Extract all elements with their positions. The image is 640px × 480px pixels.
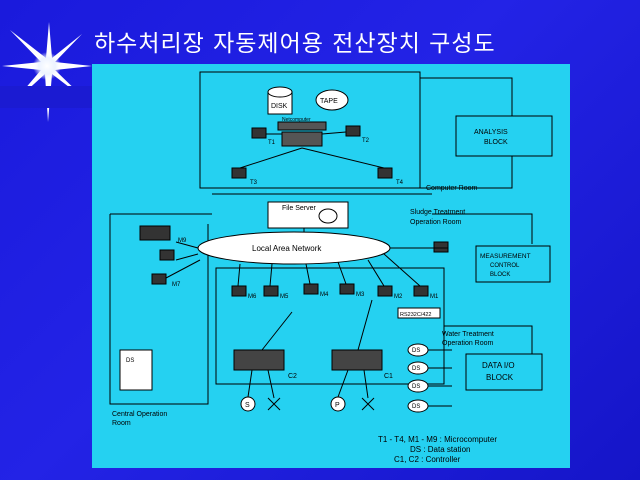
disk-icon	[267, 86, 293, 115]
system-diagram: DISK TAPE Netcomputer T1 T2 T3 T4 Comput…	[109, 71, 553, 464]
network-computer-icon	[277, 121, 327, 147]
data-io-line1: DATA I/O	[482, 361, 515, 370]
microcomputer-m7-label: M7	[172, 282, 181, 288]
microcomputer-m4-icon	[303, 283, 319, 295]
m4-label: M4	[320, 292, 329, 298]
water-room-line1: Water Treatment	[442, 331, 494, 338]
microcomputer-m1-icon	[413, 285, 429, 297]
terminal-t1-icon	[251, 127, 267, 139]
terminal-t1-label: T1	[268, 140, 276, 146]
measurement-block-box	[475, 245, 551, 283]
diagram-panel: DISK TAPE Netcomputer T1 T2 T3 T4 Comput…	[92, 64, 570, 468]
slide-title: 하수처리장 자동제어용 전산장치 구성도	[94, 31, 496, 57]
microcomputer-m9b-icon	[433, 241, 449, 253]
ds-label-4: DS	[412, 404, 420, 410]
controller-c1-icon	[331, 349, 383, 371]
controller-c2-label: C2	[288, 373, 297, 380]
microcomputer-m6-icon	[231, 285, 247, 297]
file-server-icon	[267, 201, 349, 229]
microcomputer-m3-icon	[339, 283, 355, 295]
sludge-room-outline	[109, 213, 533, 394]
measurement-line3: BLOCK	[490, 272, 510, 278]
terminal-t2-icon	[345, 125, 361, 137]
controller-c1-label: C1	[384, 373, 393, 380]
microcomputer-m9-icon	[139, 225, 171, 241]
terminal-t2-label: T2	[362, 138, 370, 144]
microcomputer-m5-icon	[263, 285, 279, 297]
starburst-decoration	[2, 22, 92, 122]
terminal-t3-label: T3	[250, 180, 258, 186]
legend-line-2: DS : Data station	[410, 445, 470, 454]
converter-box	[397, 307, 441, 319]
central-room-line1: Central Operation	[112, 411, 167, 418]
terminal-t4-icon	[377, 167, 393, 179]
network-computer-label: Netcomputer	[282, 117, 311, 123]
sludge-room-line1: Sludge Treatment	[410, 209, 465, 216]
m6-label: M6	[248, 294, 257, 300]
computer-room-box	[199, 71, 421, 189]
m2-label: M2	[394, 294, 403, 300]
legend-line-3: C1, C2 : Controller	[394, 455, 461, 464]
terminal-t3-icon	[231, 167, 247, 179]
m1-label: M1	[430, 294, 439, 300]
analysis-block-line1: ANALYSIS	[474, 129, 508, 136]
valve-icon-2	[361, 397, 375, 411]
tape-label: TAPE	[320, 98, 338, 105]
analysis-block-box	[455, 115, 553, 157]
controller-c2-icon	[233, 349, 285, 371]
lan-label: Local Area Network	[252, 244, 322, 253]
ds-label-2: DS	[412, 366, 420, 372]
field-device-s-label: S	[245, 402, 250, 409]
disk-label: DISK	[271, 103, 288, 110]
file-server-label: File Server	[282, 205, 317, 212]
terminal-t4-label: T4	[396, 180, 404, 186]
central-room-outline	[109, 224, 209, 405]
analysis-block-line2: BLOCK	[484, 139, 508, 146]
m5-label: M5	[280, 294, 289, 300]
microcomputer-m7-icon	[151, 273, 167, 285]
left-bar-decoration	[0, 86, 92, 108]
data-io-block-box	[465, 353, 543, 391]
tape-icon	[315, 89, 349, 111]
water-room-line2: Operation Room	[442, 340, 494, 347]
central-room-line2: Room	[112, 420, 131, 427]
m3-label: M3	[356, 292, 365, 298]
central-ds-label: DS	[126, 358, 134, 364]
valve-icon-1	[267, 397, 281, 411]
sludge-room-line2: Operation Room	[410, 219, 462, 226]
microcomputer-m9-label: M9	[178, 238, 187, 244]
converter-label: RS232C/422	[400, 312, 432, 318]
data-io-line2: BLOCK	[486, 373, 514, 382]
measurement-line1: MEASUREMENT	[480, 253, 531, 260]
central-ds-box	[119, 349, 153, 391]
legend-line-1: T1 - T4, M1 - M9 : Microcomputer	[378, 435, 497, 444]
computer-room-label: Computer Room	[426, 185, 478, 192]
ds-label-3: DS	[412, 384, 420, 390]
field-device-p-label: P	[335, 402, 340, 409]
microcomputer-m2-icon	[377, 285, 393, 297]
ds-label-1: DS	[412, 348, 420, 354]
measurement-line2: CONTROL	[490, 263, 520, 269]
microcomputer-m8-icon	[159, 249, 175, 261]
